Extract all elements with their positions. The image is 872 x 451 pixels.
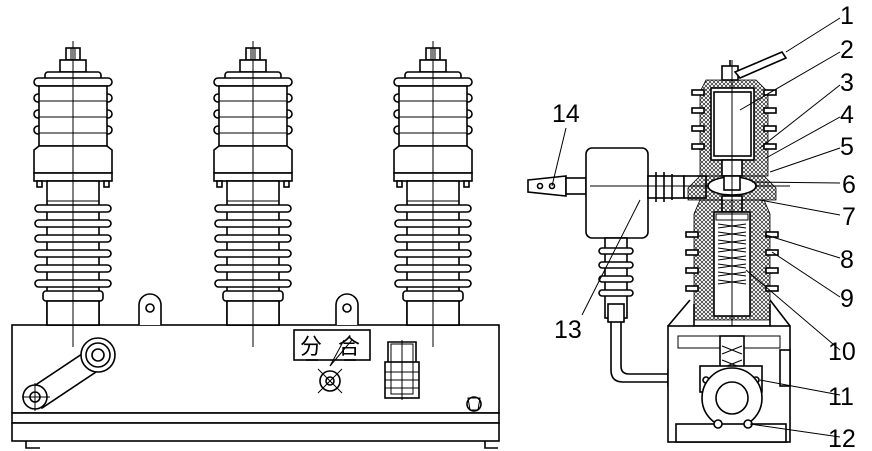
pole-left <box>33 40 113 348</box>
callout-5: 5 <box>840 133 854 161</box>
callout-11: 11 <box>828 383 854 411</box>
callout-13: 13 <box>554 316 582 344</box>
open-close-indicator <box>293 329 371 361</box>
open-sign: 分 <box>300 335 322 360</box>
current-transformer <box>585 147 649 239</box>
section-view: 1 2 3 4 5 6 7 8 9 10 11 12 13 14 <box>527 2 856 451</box>
callout-1: 1 <box>840 2 854 30</box>
leader-lines <box>551 17 841 438</box>
callout-2: 2 <box>840 36 854 64</box>
pole-middle <box>213 40 293 348</box>
callout-10: 10 <box>828 338 856 366</box>
callout-7: 7 <box>842 203 856 231</box>
callout-14: 14 <box>552 100 580 128</box>
callout-9: 9 <box>840 285 854 313</box>
close-sign: 合 <box>338 335 360 360</box>
callout-3: 3 <box>840 69 854 97</box>
callout-8: 8 <box>840 246 854 274</box>
callout-6: 6 <box>842 171 856 199</box>
front-view: 分 合 <box>11 40 500 449</box>
callout-4: 4 <box>840 101 854 129</box>
pole-right <box>393 40 473 348</box>
callout-12: 12 <box>828 425 856 451</box>
